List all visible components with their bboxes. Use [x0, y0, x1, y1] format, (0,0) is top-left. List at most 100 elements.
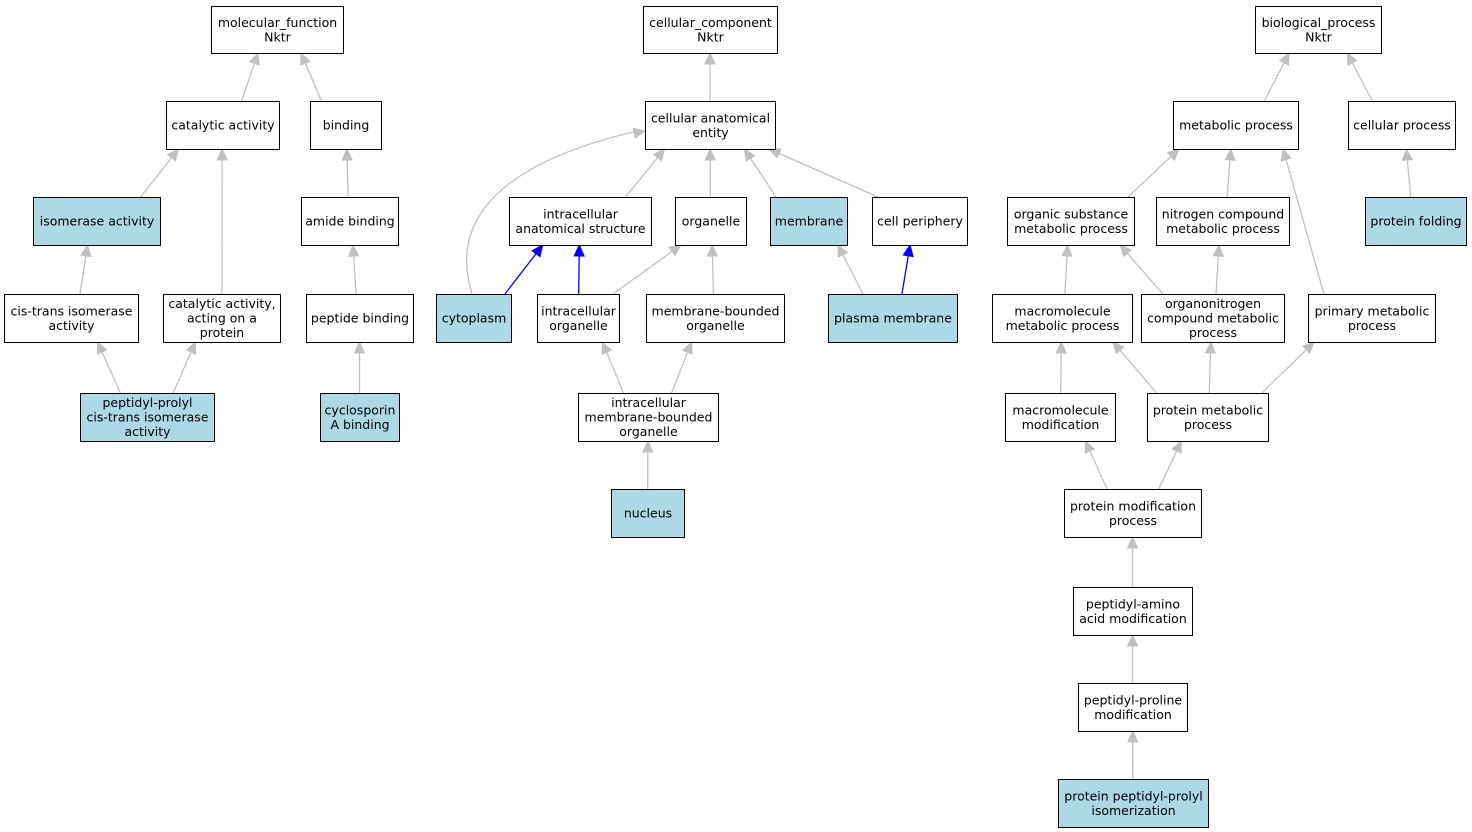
edge-periphery-to-cae [767, 148, 879, 198]
edge-line [1406, 158, 1412, 198]
node-label-line: Nktr [264, 29, 291, 44]
edge-organelle-to-cae [704, 147, 716, 198]
arrowhead-icon [632, 127, 647, 139]
edge-line [605, 350, 625, 394]
node-label-line: membrane-bounded [585, 410, 713, 425]
node-label-line: entity [692, 125, 729, 140]
edge-line [901, 254, 910, 295]
node-box [1156, 197, 1290, 246]
edge-line [1126, 252, 1164, 295]
arrowhead-icon [1084, 439, 1096, 454]
edge-imbo-to-mbo [670, 340, 693, 394]
node-label-line: modification [1022, 417, 1100, 432]
node-label-line: process [1109, 513, 1157, 528]
node-metab[interactable]: metabolic process [1173, 101, 1299, 150]
arrowhead-icon [652, 148, 666, 162]
edge-nucleus-to-imbo [642, 439, 654, 490]
arrowhead-icon [1280, 147, 1292, 162]
node-box [4, 294, 139, 343]
node-box [872, 197, 968, 246]
node-label-line: intracellular [541, 303, 617, 318]
node-cytoplasm[interactable]: cytoplasm [436, 294, 512, 343]
node-label-line: catalytic activity [171, 118, 275, 133]
node-organelle[interactable]: organelle [675, 197, 747, 246]
node-box [1255, 6, 1382, 54]
node-box [643, 6, 778, 54]
edge-line [711, 254, 715, 295]
node-label-line: modification [1094, 707, 1172, 722]
node-label-line: membrane [775, 214, 844, 229]
node-box [301, 197, 399, 246]
edge-cytoplasm-to-cae [466, 127, 647, 295]
node-label-line: amide binding [305, 214, 395, 229]
node-label-line: protein metabolic [1153, 402, 1263, 417]
node-label-line: catalytic activity, [168, 296, 275, 311]
node-peptidebind[interactable]: peptide binding [306, 294, 414, 343]
arrowhead-icon [353, 340, 366, 354]
node-periphery[interactable]: cell periphery [872, 197, 968, 246]
edge-line [749, 157, 777, 198]
node-label-line: metabolic process [1179, 118, 1293, 133]
edge-line [1263, 61, 1286, 102]
node-binding[interactable]: binding [310, 101, 382, 150]
edge-line [841, 253, 864, 295]
node-label-line: anatomical structure [515, 221, 645, 236]
node-label-line: process [1189, 325, 1237, 340]
node-box [1073, 587, 1193, 636]
node-label-line: metabolic process [1166, 221, 1280, 236]
node-label-line: peptidyl-proline [1084, 692, 1183, 707]
node-label-line: protein modification [1070, 498, 1196, 513]
node-box [646, 294, 785, 343]
node-folding[interactable]: protein folding [1365, 197, 1467, 246]
edge-catalytic-to-mf [240, 51, 260, 102]
node-box [1058, 779, 1209, 828]
node-label-line: isomerization [1091, 803, 1175, 818]
node-cellproc[interactable]: cellular process [1348, 101, 1456, 150]
node-label-line: primary metabolic [1315, 303, 1430, 318]
arrowhead-icon [1166, 148, 1180, 162]
arrowhead-icon [1126, 633, 1139, 647]
node-membrane[interactable]: membrane [770, 197, 848, 246]
node-catalytic[interactable]: catalytic activity [166, 101, 280, 150]
edge-line [172, 350, 193, 394]
edge-pm-to-membrane [837, 243, 864, 295]
arrowhead-icon [1112, 341, 1125, 355]
node-nucleus[interactable]: nucleus [611, 489, 685, 538]
node-label-line: cyclosporin [325, 402, 396, 417]
node-box [992, 294, 1133, 343]
node-amide[interactable]: amide binding [301, 197, 399, 246]
node-pm[interactable]: plasma membrane [828, 294, 958, 343]
node-label-line: metabolic process [1006, 318, 1120, 333]
node-label-line: organonitrogen [1165, 296, 1261, 311]
arrowhead-icon [1126, 535, 1139, 549]
edge-line [1064, 254, 1068, 295]
node-box [211, 6, 344, 54]
node-isomerase[interactable]: isomerase activity [33, 197, 161, 246]
node-label-line: cytoplasm [442, 311, 507, 326]
node-label-line: cis-trans isomerase [11, 303, 133, 318]
edge-intorg-to-ias [573, 243, 585, 295]
